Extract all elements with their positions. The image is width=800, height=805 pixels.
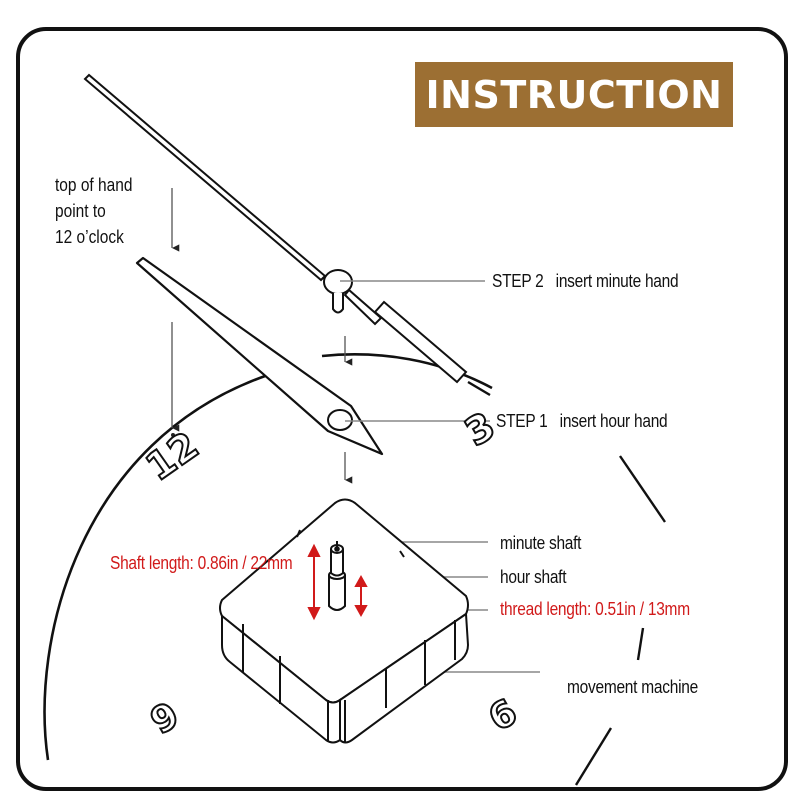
orientation-note: top of hand point to 12 o’clock — [55, 172, 132, 250]
shaft-assembly — [328, 541, 346, 611]
guide-dot — [171, 433, 175, 437]
clock-face-arc-top — [321, 353, 493, 390]
step-1-label: STEP 1 insert hour hand — [496, 411, 668, 431]
title-text: INSTRUCTION — [425, 72, 723, 117]
minute-hand — [83, 73, 491, 397]
thread-length-dimension — [354, 574, 368, 618]
step-2-label: STEP 2 insert minute hand — [492, 271, 679, 291]
hour-hand-hole — [327, 409, 353, 431]
hour-hand — [135, 256, 384, 456]
dial-tick-mark — [619, 455, 666, 523]
numeral-12: 12 — [138, 423, 207, 489]
minute-hand-hub — [323, 269, 353, 295]
note-line: 12 o’clock — [55, 227, 124, 247]
note-line: top of hand — [55, 175, 133, 195]
note-line: point to — [55, 201, 106, 221]
hour-shaft-label: hour shaft — [500, 567, 567, 587]
numeral-9: 9 — [144, 695, 186, 743]
dial-tick-mark — [636, 627, 645, 661]
minute-shaft-body — [330, 549, 344, 577]
thread-length-label: thread length: 0.51in / 13mm — [500, 599, 690, 619]
shaft-length-label: Shaft length: 0.86in / 22mm — [110, 553, 293, 573]
minute-shaft-label: minute shaft — [500, 533, 582, 553]
clock-face-arc-left — [43, 373, 269, 761]
movement-machine — [219, 498, 470, 744]
numeral-6: 6 — [482, 692, 524, 740]
step-1-action: insert hour hand — [559, 411, 668, 431]
step-1-number: STEP 1 — [496, 411, 548, 431]
shaft-length-dimension — [307, 543, 321, 621]
title-banner: INSTRUCTION — [415, 62, 733, 127]
movement-machine-label: movement machine — [567, 677, 698, 697]
dial-tick-mark — [574, 727, 613, 786]
step-2-number: STEP 2 — [492, 271, 544, 291]
step-2-action: insert minute hand — [555, 271, 679, 291]
hour-shaft-body — [328, 575, 346, 611]
outer-frame — [16, 27, 788, 791]
